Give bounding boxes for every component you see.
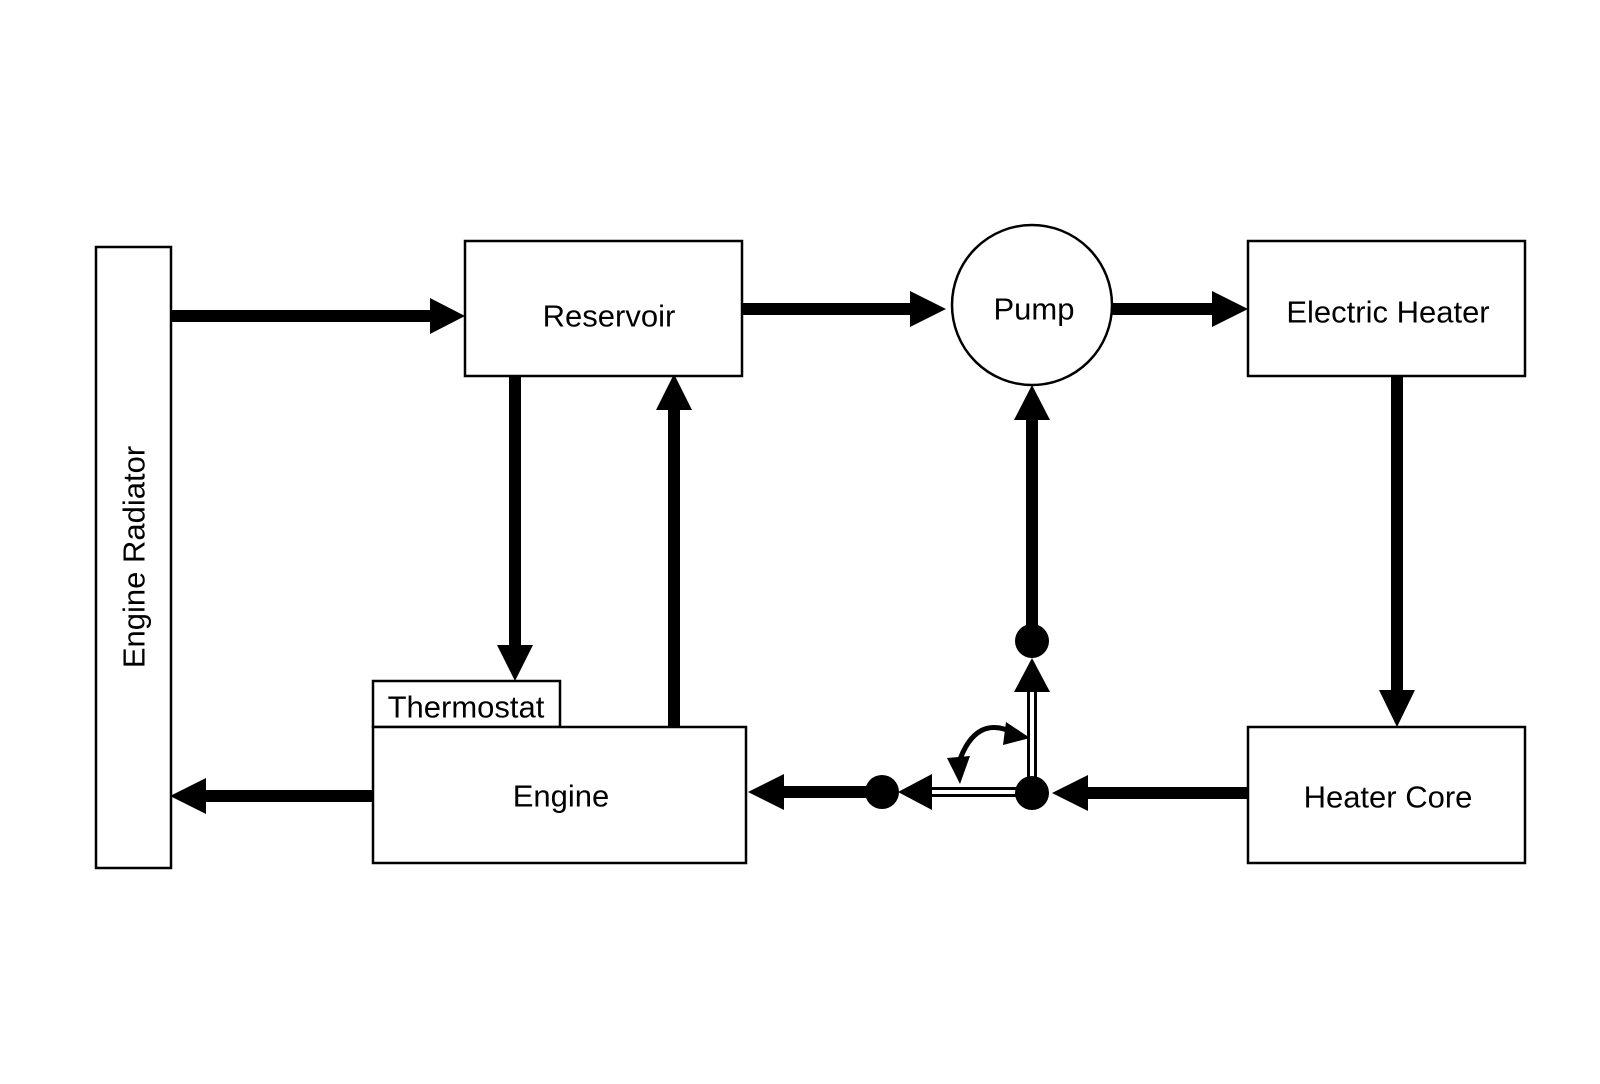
engine-radiator: Engine Radiator [94, 245, 173, 870]
electric-heater-label: Electric Heater [1286, 295, 1489, 330]
flow-pump-to-electric-heater [1110, 291, 1248, 327]
valve-up-arrow [1014, 658, 1050, 692]
flow-valve-to-pump [1014, 385, 1050, 628]
flow-engine-to-reservoir [656, 374, 692, 726]
thermostat: Thermostat [371, 679, 562, 729]
pump: Pump [950, 223, 1114, 387]
engine-radiator-label: Engine Radiator [117, 446, 152, 668]
valve-outlet-dot-left [865, 775, 899, 809]
pump-label: Pump [994, 292, 1075, 327]
flow-reservoir-to-thermostat [497, 376, 533, 681]
thermostat-label: Thermostat [388, 690, 545, 725]
valve-left-arrow [898, 774, 932, 810]
flow-heater-core-to-valve [1052, 775, 1248, 811]
reservoir: Reservoir [463, 239, 744, 378]
flow-engine-to-radiator [170, 778, 373, 814]
heater-core-label: Heater Core [1304, 780, 1473, 815]
engine-label: Engine [513, 779, 610, 814]
flow-reservoir-to-pump [742, 291, 946, 327]
flow-valve-to-engine [748, 774, 870, 810]
diverter-valve [865, 624, 1050, 810]
valve-junction-dot [1015, 776, 1049, 810]
electric-heater: Electric Heater [1246, 239, 1527, 378]
flow-electric-heater-to-heater-core [1379, 376, 1415, 727]
reservoir-label: Reservoir [543, 299, 676, 334]
valve-outlet-dot-up [1015, 624, 1049, 658]
heater-core: Heater Core [1246, 725, 1527, 865]
engine: Engine [371, 725, 748, 865]
flow-radiator-to-reservoir [170, 298, 465, 334]
